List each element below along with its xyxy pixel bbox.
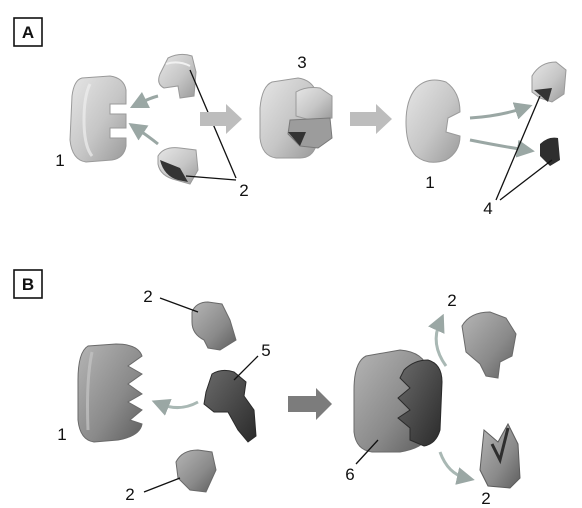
arrow-b-right-bottom <box>438 451 475 485</box>
label-a-3: 3 <box>297 53 306 72</box>
enzyme-complex-a <box>259 77 333 159</box>
label-b-2-top: 2 <box>143 287 152 306</box>
label-b-1: 1 <box>57 425 66 444</box>
leader-b-2-top <box>159 297 199 313</box>
fragment-a-dark <box>157 147 199 185</box>
panel-b: B 1 2 5 2 <box>13 269 521 508</box>
fragment-b-bottom <box>175 449 217 493</box>
label-b-5: 5 <box>261 341 270 360</box>
arrow-a-4-bottom <box>469 138 535 158</box>
arrow-a-4-top <box>469 102 533 120</box>
arrow-b-right <box>288 388 332 420</box>
arrow-a-right-1 <box>200 104 242 134</box>
fragment-b-right-bottom <box>479 422 521 489</box>
label-a-2: 2 <box>239 181 248 200</box>
enzyme-shape-b-left <box>77 343 143 443</box>
arrow-b-left <box>151 398 199 416</box>
label-b-2-right-bottom: 2 <box>481 489 490 508</box>
panel-a-label-box <box>13 17 43 47</box>
panel-b-label: B <box>22 275 34 294</box>
label-a-1-right: 1 <box>425 173 434 192</box>
leader-a-2-bottom <box>185 175 237 181</box>
fragment-a-4-bottom <box>540 137 560 166</box>
leader-b-6 <box>355 439 379 465</box>
fragment-b-top <box>191 301 237 351</box>
label-b-2-right-top: 2 <box>447 291 456 310</box>
label-a-1-left: 1 <box>55 151 64 170</box>
arrow-a-top <box>129 91 159 109</box>
panel-a-label: A <box>22 23 34 42</box>
fragment-a-4-top <box>531 61 567 103</box>
arrow-a-bottom <box>128 123 159 146</box>
arrow-b-right-top <box>428 313 448 367</box>
enzyme-shape-a-right <box>405 79 461 163</box>
leader-b-5 <box>233 355 259 381</box>
leader-b-2-bottom <box>143 477 181 493</box>
panel-b-label-box <box>13 269 43 299</box>
label-b-6: 6 <box>345 465 354 484</box>
leader-a-4-bottom <box>499 159 553 201</box>
inhibitor-b <box>203 369 257 443</box>
label-b-2-bottom: 2 <box>125 485 134 504</box>
arrow-a-right-2 <box>350 104 392 134</box>
fragment-a-light <box>158 53 197 99</box>
enzyme-complex-b <box>353 349 443 453</box>
panel-a: A 3 <box>13 17 567 218</box>
enzyme-shape-a-left <box>69 75 127 163</box>
fragment-b-right-top <box>461 311 517 379</box>
leader-a-4-top <box>495 95 541 201</box>
label-a-4: 4 <box>483 199 492 218</box>
